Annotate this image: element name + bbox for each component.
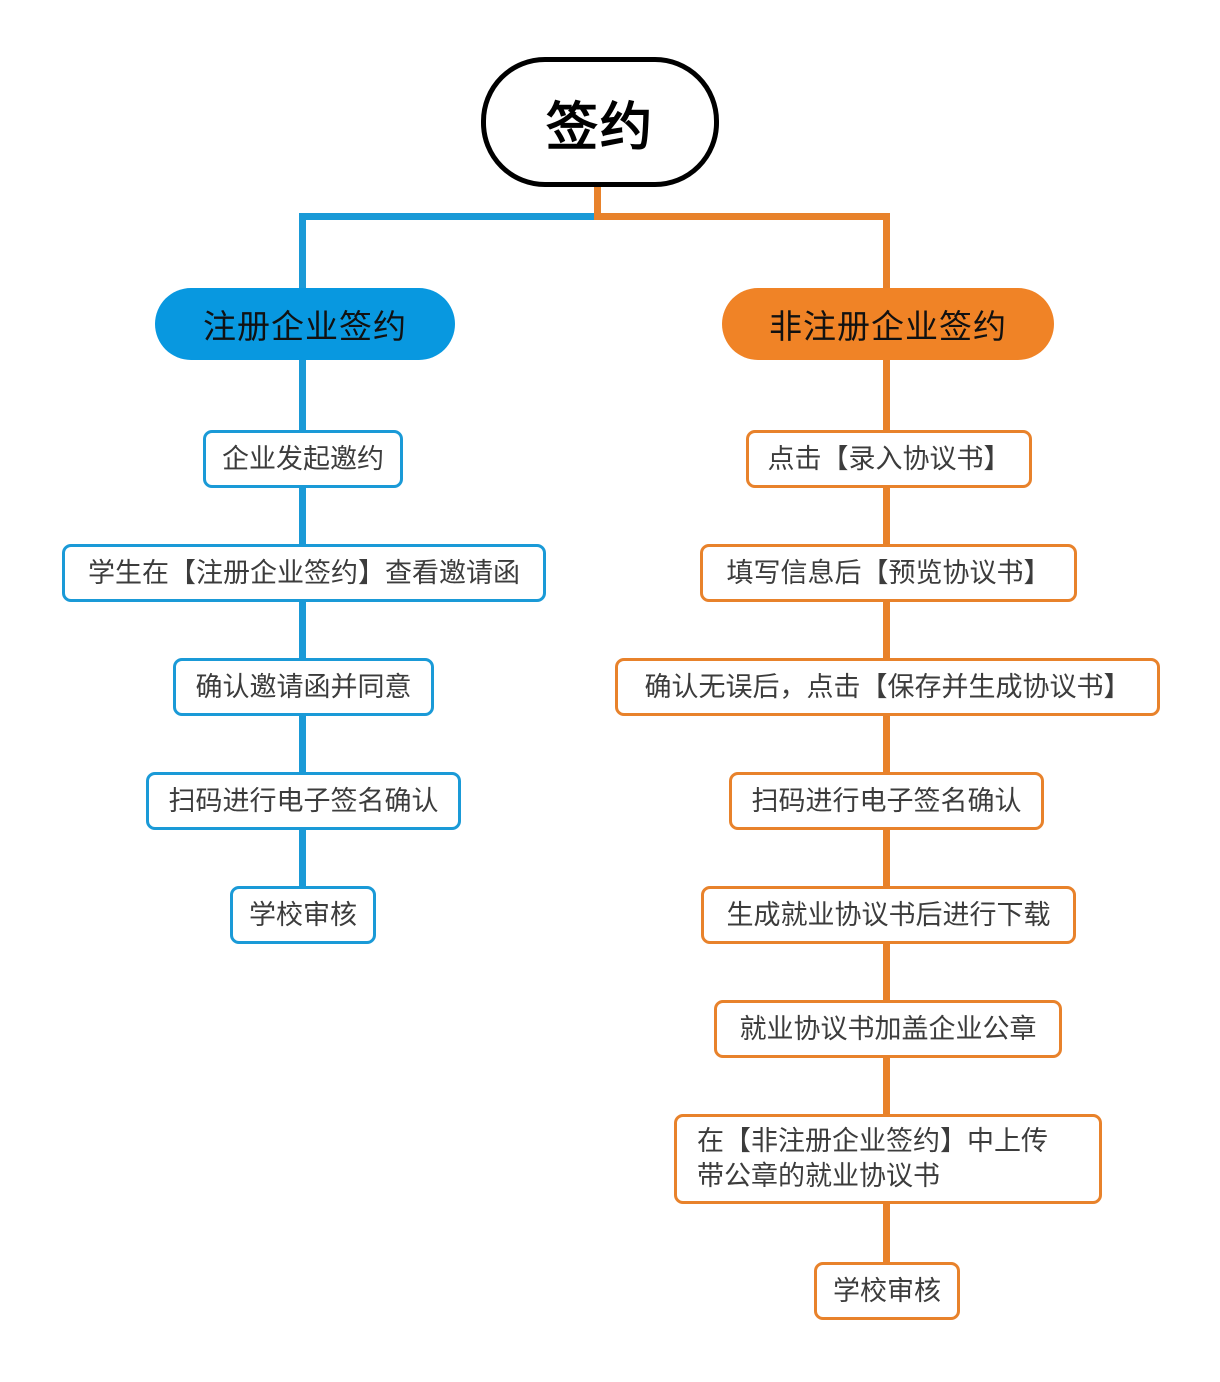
branch-header-non-registered[interactable]: 非注册企业签约 <box>722 288 1054 360</box>
connector-to-registered-header <box>299 213 306 295</box>
branch-header-non-registered-label: 非注册企业签约 <box>769 308 1007 345</box>
step-non-registered-2-label: 填写信息后【预览协议书】 <box>726 557 1051 588</box>
branch-header-registered[interactable]: 注册企业签约 <box>155 288 455 360</box>
root-node-sign-contract[interactable]: 签约 <box>481 57 719 187</box>
step-registered-5[interactable]: 学校审核 <box>230 886 376 944</box>
step-non-registered-6-label: 就业协议书加盖企业公章 <box>739 1013 1037 1044</box>
connector-split-left <box>299 213 595 220</box>
connector-left-5 <box>299 828 306 889</box>
connector-left-3 <box>299 600 306 661</box>
step-registered-2[interactable]: 学生在【注册企业签约】查看邀请函 <box>62 544 546 602</box>
step-non-registered-4[interactable]: 扫码进行电子签名确认 <box>729 772 1044 830</box>
step-registered-3[interactable]: 确认邀请函并同意 <box>173 658 434 716</box>
connector-left-1 <box>299 358 306 432</box>
step-registered-4-label: 扫码进行电子签名确认 <box>168 785 439 816</box>
step-registered-2-label: 学生在【注册企业签约】查看邀请函 <box>88 557 520 588</box>
step-registered-4[interactable]: 扫码进行电子签名确认 <box>146 772 461 830</box>
step-registered-1-label: 企业发起邀约 <box>222 443 384 474</box>
step-non-registered-5-label: 生成就业协议书后进行下载 <box>726 899 1051 930</box>
root-node-label: 签约 <box>545 98 654 157</box>
step-registered-1[interactable]: 企业发起邀约 <box>203 430 403 488</box>
step-non-registered-8-label: 学校审核 <box>833 1275 941 1306</box>
step-non-registered-7-label: 在【非注册企业签约】中上传 带公章的就业协议书 <box>697 1126 1048 1191</box>
step-non-registered-7[interactable]: 在【非注册企业签约】中上传 带公章的就业协议书 <box>674 1114 1102 1204</box>
connector-right-1 <box>883 358 890 432</box>
connector-left-2 <box>299 486 306 547</box>
connector-right-3 <box>883 600 890 661</box>
step-non-registered-2[interactable]: 填写信息后【预览协议书】 <box>700 544 1077 602</box>
step-non-registered-1-label: 点击【录入协议书】 <box>767 443 1011 474</box>
connector-root-stem <box>594 183 601 216</box>
connector-right-6 <box>883 942 890 1003</box>
connector-to-nonregistered-header <box>883 213 890 295</box>
step-non-registered-8[interactable]: 学校审核 <box>814 1262 960 1320</box>
connector-right-7 <box>883 1056 890 1117</box>
connector-right-5 <box>883 828 890 889</box>
step-non-registered-6[interactable]: 就业协议书加盖企业公章 <box>714 1000 1062 1058</box>
step-registered-3-label: 确认邀请函并同意 <box>195 671 412 702</box>
step-non-registered-3-label: 确认无误后，点击【保存并生成协议书】 <box>644 671 1131 702</box>
step-non-registered-5[interactable]: 生成就业协议书后进行下载 <box>701 886 1076 944</box>
connector-split-right <box>594 213 890 220</box>
step-non-registered-1[interactable]: 点击【录入协议书】 <box>746 430 1032 488</box>
connector-right-2 <box>883 486 890 547</box>
connector-left-4 <box>299 714 306 775</box>
step-registered-5-label: 学校审核 <box>249 899 357 930</box>
connector-right-4 <box>883 714 890 775</box>
branch-header-registered-label: 注册企业签约 <box>203 308 407 345</box>
step-non-registered-4-label: 扫码进行电子签名确认 <box>751 785 1022 816</box>
step-non-registered-3[interactable]: 确认无误后，点击【保存并生成协议书】 <box>615 658 1160 716</box>
connector-right-8 <box>883 1202 890 1264</box>
